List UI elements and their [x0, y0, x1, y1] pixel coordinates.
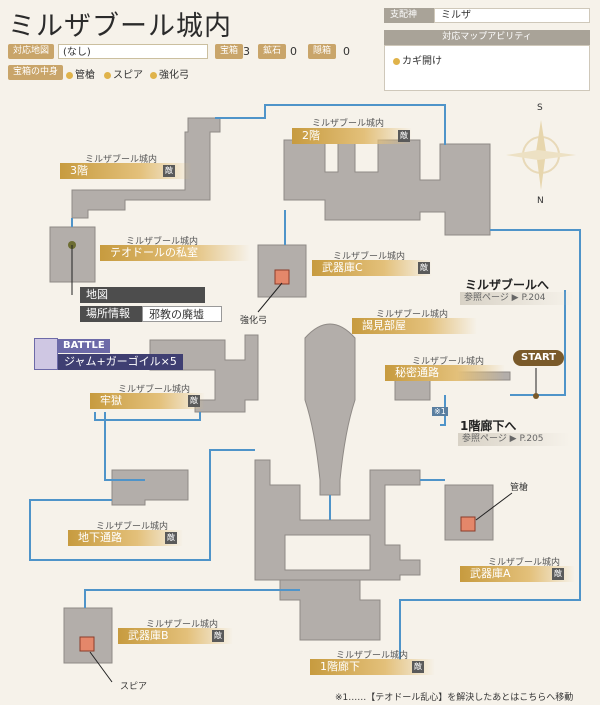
ruler-value: ミルザ [434, 8, 590, 23]
room-name-audience: 謁見部屋 [352, 318, 477, 334]
place-info-label: 場所情報 [80, 306, 142, 322]
compass-n: N [537, 196, 544, 206]
area-value: (なし) [58, 44, 208, 59]
room-label-armoryb: ミルザブール城内 [146, 620, 219, 630]
treasure-chests [79, 269, 476, 652]
room-label-teodor: ミルザブール城内 [126, 237, 199, 247]
ore-label: 鉱石 [258, 44, 287, 59]
room-name-prison: 牢獄 [90, 393, 205, 409]
enemy-tag-armorya: 敵 [552, 568, 564, 580]
room-label-prison: ミルザブール城内 [118, 385, 191, 395]
pointer-bow [257, 282, 283, 313]
page-title: ミルザブール城内 [8, 11, 232, 42]
compass-icon [506, 120, 576, 190]
ability-head: 対応マップアビリティ [384, 30, 590, 45]
room-name-secret: 秘密通路 [385, 365, 505, 381]
chest-icon[interactable] [79, 636, 95, 652]
room-name-teodor: テオドールの私室 [100, 245, 250, 261]
room-label-armorya: ミルザブール城内 [488, 558, 561, 568]
room-label-armoryc: ミルザブール城内 [333, 252, 406, 262]
treasure-count: 3 [243, 45, 250, 58]
room-label-audience: ミルザブール城内 [376, 310, 449, 320]
compass-s: S [537, 103, 543, 113]
exit-hall-ref[interactable]: 参照ページ ▶ P.205 [458, 433, 570, 446]
route-note [440, 395, 446, 426]
enemy-tag-armoryc: 敵 [418, 262, 430, 274]
battle-name: ジャム+ガーゴイル×5 [58, 354, 183, 370]
exit-hall-title[interactable]: 1階廊下へ [460, 419, 517, 433]
room-name-2f: 2階 [292, 128, 412, 144]
room-name-3f: 3階 [60, 163, 192, 179]
route-armoryb [84, 589, 300, 608]
floor2-rooms [283, 139, 491, 236]
enemy-tag-underground: 敵 [165, 532, 177, 544]
contents-label: 宝箱の中身 [8, 65, 64, 80]
secret-label: 隠箱 [308, 44, 337, 59]
enemy-tag-3f: 敵 [163, 165, 175, 177]
treasure-dot-icon [66, 71, 73, 79]
start-marker-icon [533, 393, 539, 399]
item-spear-label: スピア [120, 682, 148, 692]
ore-count: 0 [290, 45, 297, 58]
item-pike-label: 管槍 [510, 483, 529, 493]
treasure-dot-icon [104, 71, 111, 79]
ability-dot-icon [393, 57, 400, 65]
enemy-tag-prison: 敵 [188, 395, 200, 407]
prison-cell-shape [111, 469, 189, 506]
room-name-armoryb: 武器庫B [118, 628, 233, 644]
map-info-label: 地図 [80, 287, 205, 303]
route-underground [29, 449, 255, 561]
room-label-hall1: ミルザブール城内 [336, 651, 409, 661]
footnote: ※1……【テオドール乱心】を解決したあとはこちらへ移動 [335, 693, 574, 703]
enemy-tag-hall1: 敵 [412, 661, 424, 673]
note-marker: ※1 [432, 407, 448, 416]
route-prison-left [94, 412, 201, 421]
room-name-hall1: 1階廊下 [310, 659, 435, 675]
contents-item-1: 管槍 [66, 66, 95, 81]
pointer-pike [475, 492, 513, 521]
treasure-dot-icon [150, 71, 157, 79]
room-name-armorya: 武器庫A [460, 566, 575, 582]
room-label-3f: ミルザブール城内 [85, 155, 158, 165]
battle-portrait [34, 338, 58, 370]
ability-item: カギ開け [402, 56, 442, 67]
armory-b-shape [63, 607, 113, 664]
pointer-lines [71, 245, 537, 683]
route-start [510, 290, 566, 396]
route-right-side [399, 229, 581, 660]
secret-count: 0 [343, 45, 350, 58]
item-bow-label: 強化弓 [240, 316, 268, 326]
enemy-tag-armoryb: 敵 [212, 630, 224, 642]
start-badge: START [513, 350, 565, 366]
room-label-underground: ミルザブール城内 [96, 522, 169, 532]
chest-icon[interactable] [274, 269, 290, 285]
room-label-2f: ミルザブール城内 [312, 119, 385, 129]
battle-tag: BATTLE [58, 339, 110, 353]
treasure-label: 宝箱 [215, 44, 244, 59]
room-name-armoryc: 武器庫C [312, 260, 432, 276]
chest-icon[interactable] [460, 516, 476, 532]
route-prison-down [104, 412, 145, 481]
enemy-tag-2f: 敵 [398, 130, 410, 142]
lower-loop-shape [254, 459, 421, 581]
audience-room-shape [304, 323, 356, 496]
place-info-value: 邪教の廃墟 [142, 306, 222, 322]
ruler-label: 支配神 [384, 8, 434, 23]
ability-body: カギ開け [384, 45, 590, 91]
route-3f-2f [215, 104, 446, 145]
exit-mirza-ref[interactable]: 参照ページ ▶ P.204 [460, 292, 574, 305]
floor3-corridor [71, 117, 221, 219]
area-label: 対応地図 [8, 44, 55, 59]
route-lines [29, 104, 581, 660]
room-name-underground: 地下通路 [68, 530, 183, 546]
exit-mirza-title[interactable]: ミルザブールへ [465, 278, 550, 292]
pointer-spear [89, 651, 113, 683]
contents-item-2: スピア [104, 66, 143, 81]
room-label-secret: ミルザブール城内 [412, 357, 485, 367]
contents-item-3: 強化弓 [150, 66, 189, 81]
